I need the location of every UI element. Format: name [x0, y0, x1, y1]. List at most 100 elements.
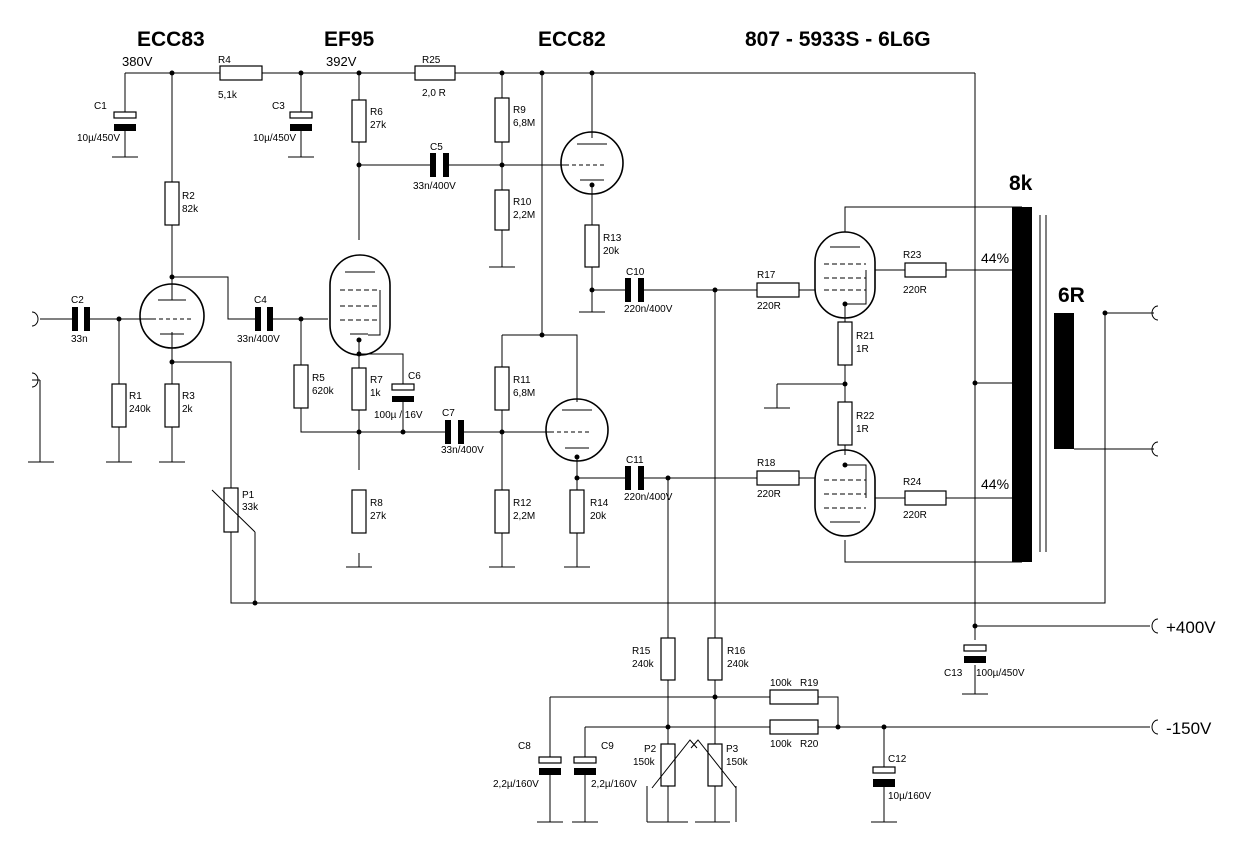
resistor-r2 — [164, 181, 180, 226]
val-c4: 33n/400V — [237, 334, 280, 345]
ref-c8: C8 — [518, 741, 531, 752]
val-r12: 2,2M — [513, 511, 535, 522]
val-p1: 33k — [242, 502, 259, 513]
val-c6: 100µ / 16V — [374, 410, 423, 421]
ref-r3: R3 — [182, 391, 195, 402]
ref-r8: R8 — [370, 498, 383, 509]
tube-ecc82-upper — [560, 131, 624, 195]
junction-dot — [665, 475, 671, 481]
resistor-r23 — [904, 262, 947, 278]
minus-150v-jack — [1151, 719, 1159, 735]
tube-ecc83 — [139, 283, 205, 349]
potentiometer-p2 — [646, 739, 698, 790]
ref-r9: R9 — [513, 105, 526, 116]
resistor-r11 — [494, 366, 510, 411]
ref-r18: R18 — [757, 458, 776, 469]
junction-dot — [356, 70, 362, 76]
val-r19: 100k — [770, 678, 793, 689]
resistor-r22 — [837, 401, 853, 446]
tube-output-lower — [814, 449, 876, 537]
resistor-r21 — [837, 321, 853, 366]
ref-c5: C5 — [430, 142, 443, 153]
junction-dot — [972, 380, 978, 386]
val-p3: 150k — [726, 757, 749, 768]
junction-dot — [400, 429, 406, 435]
tube-label-ecc83: ECC83 — [137, 28, 205, 51]
val-c13: 100µ/450V — [976, 668, 1025, 679]
ref-r13: R13 — [603, 233, 622, 244]
resistor-r5 — [293, 364, 309, 409]
ref-c10: C10 — [626, 267, 645, 278]
junction-dot — [972, 623, 978, 629]
capacitor-c4 — [250, 307, 276, 331]
ref-p1: P1 — [242, 490, 255, 501]
val-c10: 220n/400V — [624, 304, 673, 315]
junction-dot — [499, 162, 505, 168]
resistor-r15 — [660, 637, 676, 681]
val-r21: 1R — [856, 344, 869, 355]
val-r2: 82k — [182, 204, 199, 215]
junction-dot — [712, 287, 718, 293]
val-r24: 220R — [903, 510, 927, 521]
resistor-r18 — [756, 470, 800, 486]
tube-ef95 — [329, 254, 391, 356]
resistor-r7 — [351, 367, 367, 411]
val-r14: 20k — [590, 511, 607, 522]
val-c12: 10µ/160V — [888, 791, 931, 802]
val-c1: 10µ/450V — [77, 133, 120, 144]
val-c2: 33n — [71, 334, 88, 345]
capacitor-c11 — [620, 466, 650, 490]
capacitor-c8 — [538, 756, 562, 775]
ref-c1: C1 — [94, 101, 107, 112]
val-c8: 2,2µ/160V — [493, 779, 539, 790]
ref-c9: C9 — [601, 741, 614, 752]
resistor-r20 — [769, 719, 819, 735]
val-r13: 20k — [603, 246, 620, 257]
resistor-r17 — [756, 282, 800, 298]
resistor-r4 — [219, 65, 263, 81]
ref-c7: C7 — [442, 408, 455, 419]
ref-r11: R11 — [513, 375, 531, 386]
junction-dot — [169, 274, 175, 280]
rail-plus-400v: +400V — [1166, 618, 1216, 637]
capacitor-c5 — [425, 153, 457, 177]
junction-dot — [712, 694, 718, 700]
val-p2: 150k — [633, 757, 656, 768]
val-r7: 1k — [370, 388, 382, 399]
ref-c13: C13 — [944, 668, 963, 679]
rail-minus-150v: -150V — [1166, 719, 1212, 738]
val-r9: 6,8M — [513, 118, 535, 129]
val-r20: 100k — [770, 739, 793, 750]
potentiometer-p1 — [211, 487, 256, 533]
ref-c2: C2 — [71, 295, 84, 306]
capacitor-c10 — [620, 278, 650, 302]
resistor-r19 — [769, 689, 819, 705]
voltage-392v: 392V — [326, 54, 357, 69]
junction-dot — [116, 316, 122, 322]
capacitor-c2 — [66, 307, 96, 331]
junction-dot — [356, 429, 362, 435]
junction-dot — [356, 162, 362, 168]
val-c9: 2,2µ/160V — [591, 779, 637, 790]
junction-dot — [169, 359, 175, 365]
resistor-r24 — [904, 490, 947, 506]
resistor-r1 — [111, 383, 127, 428]
val-r1: 240k — [129, 404, 152, 415]
val-r23: 220R — [903, 285, 927, 296]
input-ground-jack — [31, 372, 40, 388]
ref-c11: C11 — [626, 455, 644, 466]
capacitor-c13 — [963, 644, 987, 663]
junction-dot — [574, 475, 580, 481]
val-c11: 220n/400V — [624, 492, 673, 503]
ref-r4: R4 — [218, 55, 231, 66]
tube-label-ecc82: ECC82 — [538, 28, 606, 51]
ref-r5: R5 — [312, 373, 325, 384]
junction-dot — [169, 70, 175, 76]
tube-output-upper — [814, 231, 876, 319]
val-r22: 1R — [856, 424, 869, 435]
transformer-primary-label: 8k — [1009, 172, 1033, 195]
val-r4: 5,1k — [218, 90, 238, 101]
plus-400v-jack — [1151, 618, 1159, 634]
junction-dot — [835, 724, 841, 730]
